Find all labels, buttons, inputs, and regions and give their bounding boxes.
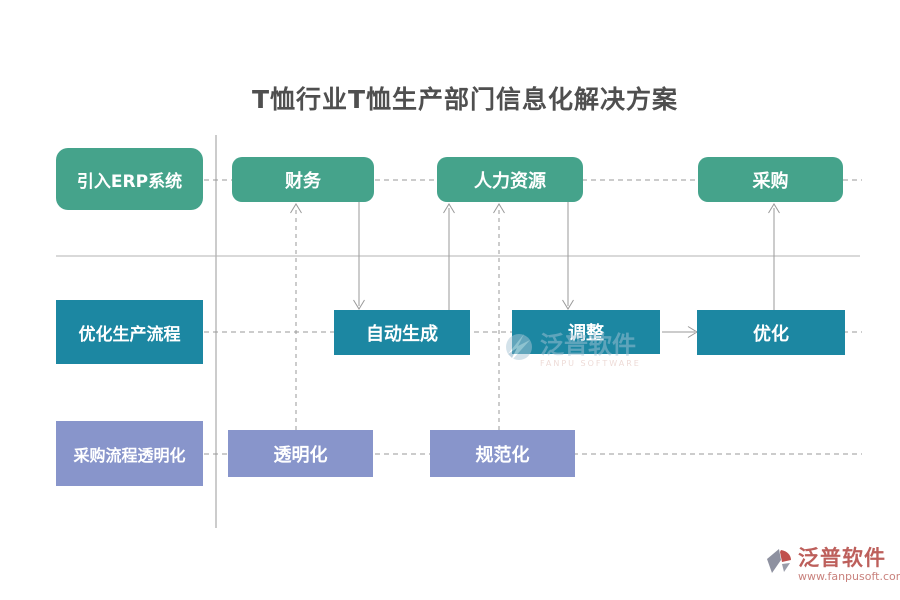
lane-label-procurement-transparency: 采购流程透明化 bbox=[56, 421, 203, 486]
node-auto-generate: 自动生成 bbox=[334, 310, 470, 355]
node-transparency: 透明化 bbox=[228, 430, 373, 477]
node-procurement: 采购 bbox=[698, 157, 843, 202]
footer-brand: 泛普软件 www.fanpusoft.com bbox=[766, 547, 900, 583]
lane-label-erp: 引入ERP系统 bbox=[56, 148, 203, 210]
footer-brand-url: www.fanpusoft.com bbox=[798, 570, 900, 583]
page-title: T恤行业T恤生产部门信息化解决方案 bbox=[251, 85, 679, 114]
node-finance: 财务 bbox=[232, 157, 374, 202]
footer-brand-text: 泛普软件 bbox=[798, 546, 886, 570]
node-standardization: 规范化 bbox=[430, 430, 575, 477]
footer-logo-icon bbox=[766, 547, 794, 581]
lane-label-optimize-production: 优化生产流程 bbox=[56, 300, 203, 364]
node-adjust: 调整 bbox=[512, 310, 660, 354]
node-human-resources: 人力资源 bbox=[437, 157, 583, 202]
node-optimize: 优化 bbox=[697, 310, 845, 355]
